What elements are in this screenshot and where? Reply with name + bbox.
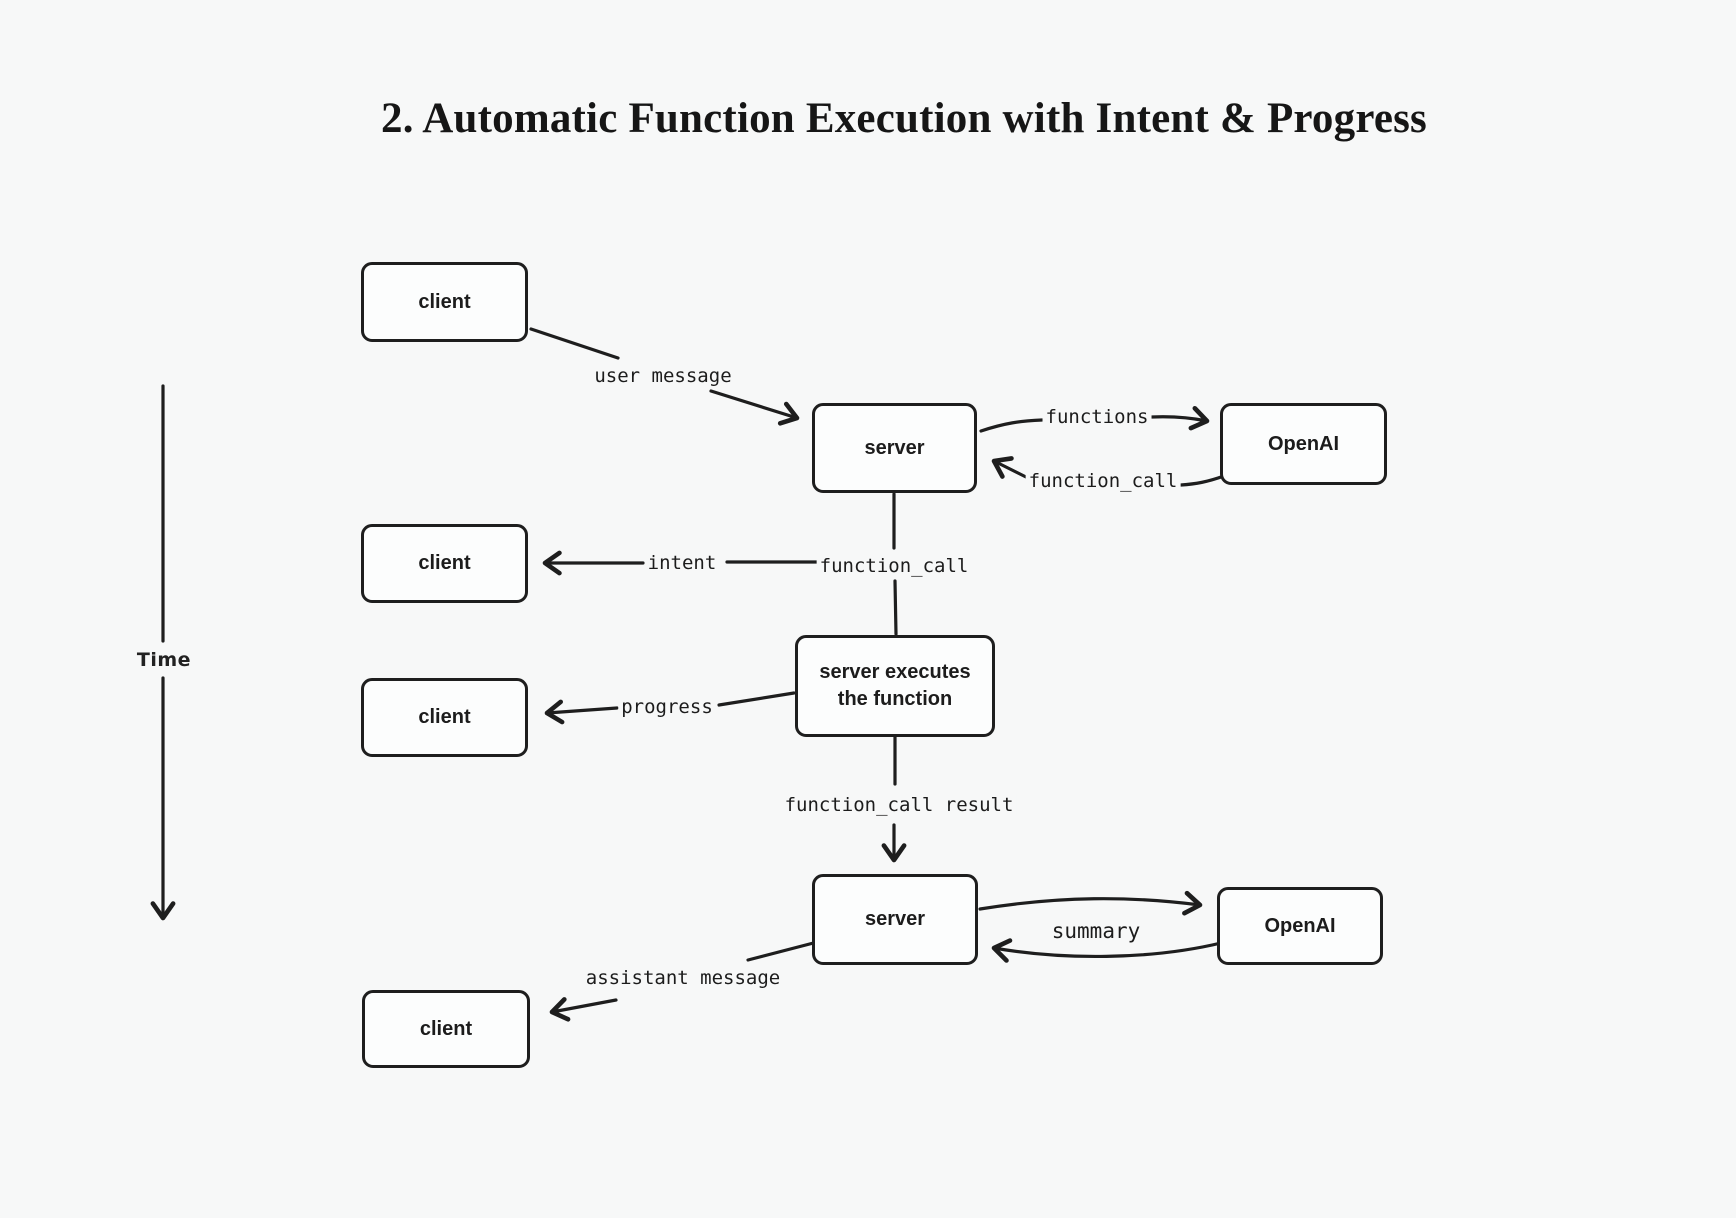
edge-function-call-return-seg1 bbox=[1179, 474, 1226, 487]
edge-assistant-message-seg2 bbox=[549, 997, 618, 1022]
time-axis-label: Time bbox=[132, 647, 196, 673]
edge-progress-seg1 bbox=[717, 691, 796, 707]
edge-summary-back bbox=[991, 938, 1223, 963]
edge-label-functions: functions bbox=[1042, 406, 1152, 428]
edge-label-function-call-down: function_call bbox=[816, 555, 972, 577]
edge-label-user-message: user message bbox=[591, 365, 735, 387]
node-server-2-label: server bbox=[864, 908, 926, 930]
edge-label-assistant-message: assistant message bbox=[582, 967, 784, 989]
node-client-1: client bbox=[361, 262, 528, 342]
node-server-1-label: server bbox=[864, 436, 925, 459]
edge-label-function-call-return: function_call bbox=[1025, 470, 1181, 492]
edge-user-message-seg1 bbox=[529, 327, 620, 360]
node-server-2: server bbox=[812, 874, 978, 965]
node-client-3: client bbox=[361, 678, 528, 757]
edge-label-progress: progress bbox=[618, 696, 716, 718]
node-server-executes: server executes the function bbox=[795, 635, 995, 737]
node-openai-2: OpenAI bbox=[1217, 887, 1383, 965]
node-server-executes-label-line1: server executes bbox=[819, 661, 971, 683]
node-client-1-label: client bbox=[418, 290, 471, 313]
node-server-1: server bbox=[812, 403, 977, 493]
node-client-2: client bbox=[361, 524, 528, 603]
edge-function-call-down-seg2 bbox=[893, 579, 898, 636]
node-openai-1: OpenAI bbox=[1220, 403, 1387, 485]
node-client-2-label: client bbox=[418, 552, 471, 574]
node-openai-1-label: OpenAI bbox=[1267, 432, 1340, 455]
edge-functions-seg2 bbox=[1150, 405, 1210, 431]
edge-user-message-seg2 bbox=[709, 389, 800, 426]
node-server-executes-label-line2: the function bbox=[837, 688, 953, 710]
diagram-title: 2. Automatic Function Execution with Int… bbox=[381, 95, 1427, 142]
edge-summary-out bbox=[978, 890, 1203, 916]
edge-function-call-return-seg2 bbox=[991, 456, 1030, 480]
edge-label-intent: intent bbox=[644, 552, 720, 574]
node-client-4: client bbox=[362, 990, 530, 1068]
node-openai-2-label: OpenAI bbox=[1264, 914, 1336, 937]
edge-label-summary: summary bbox=[1048, 919, 1144, 943]
node-client-3-label: client bbox=[418, 706, 471, 728]
node-client-4-label: client bbox=[419, 1017, 473, 1040]
edge-label-function-call-result: function_call result bbox=[781, 794, 1017, 816]
edge-progress-seg2 bbox=[544, 699, 619, 725]
edge-functions-seg1 bbox=[979, 418, 1044, 433]
